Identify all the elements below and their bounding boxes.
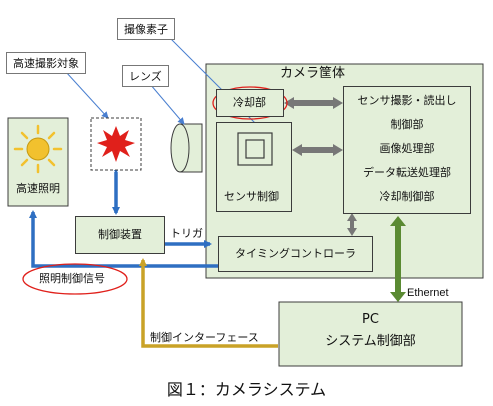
- sensor-link-arrow: [292, 144, 343, 156]
- sensor-callout: 撮像素子: [117, 18, 175, 40]
- control-interface-label: 制御インターフェース: [150, 331, 259, 344]
- sensor-chip-icon: [237, 132, 273, 166]
- lens-callout-pointer: [149, 83, 185, 125]
- controller-label: 制御装置: [98, 228, 142, 241]
- lighting-signal-highlight: [22, 263, 128, 295]
- pc-label: PC: [362, 312, 379, 327]
- cooling-link-arrow: [284, 97, 343, 109]
- capture-control-line-5: 冷却制御部: [379, 190, 435, 203]
- timing-link-arrow: [347, 213, 357, 236]
- target-callout: 高速撮影対象: [6, 52, 86, 74]
- timing-controller-label: タイミングコントローラ: [235, 247, 356, 260]
- lens-face: [170, 123, 190, 173]
- sun-icon: [13, 124, 63, 174]
- sensor-control-label: センサ制御: [224, 190, 279, 203]
- ethernet-arrow: [390, 216, 406, 302]
- pc-box: [278, 301, 463, 367]
- sensor-control-box: [216, 122, 292, 212]
- timing-controller-box: [218, 236, 373, 272]
- burst-icon: [97, 126, 135, 162]
- cooling-label: 冷却部: [233, 96, 266, 109]
- trigger-label: トリガ: [170, 227, 203, 240]
- lens-callout: レンズ: [122, 65, 169, 87]
- camera-housing-title: カメラ筐体: [280, 66, 346, 81]
- target-callout-pointer: [65, 71, 109, 119]
- lighting-label: 高速照明: [16, 182, 60, 195]
- lighting-signal-label: 照明制御信号: [39, 272, 105, 285]
- capture-control-line-3: 画像処理部: [379, 142, 435, 155]
- capture-control-box: [343, 86, 471, 214]
- pc-system-control-label: システム制御部: [325, 334, 416, 349]
- capture-control-line-2: 制御部: [390, 118, 424, 131]
- control-interface-line: [139, 258, 278, 348]
- lighting-signal-line: [29, 210, 218, 268]
- capture-control-line-4: データ転送処理部: [363, 166, 451, 179]
- ethernet-label: Ethernet: [407, 287, 449, 299]
- figure-caption: 図１：カメラシステム: [166, 380, 327, 399]
- lighting-box: [7, 117, 69, 207]
- cooling-highlight: [212, 86, 288, 120]
- controller-box: [75, 216, 165, 254]
- cooling-box: [216, 89, 284, 117]
- capture-control-line-1: センサ撮影・読出し: [357, 94, 457, 107]
